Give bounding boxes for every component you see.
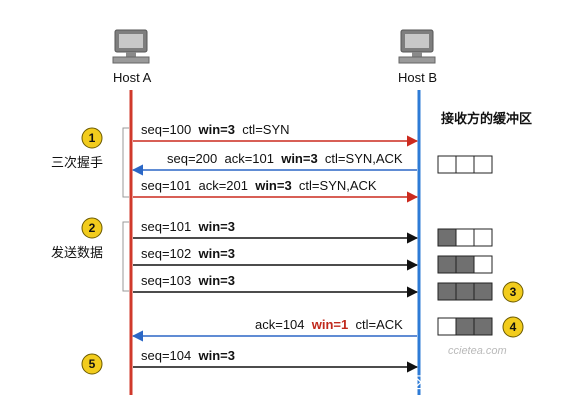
- buffer-slot-empty: [455, 228, 475, 247]
- buffer-slot-filled: [473, 317, 493, 336]
- buffer-slot-empty: [473, 255, 493, 274]
- watermark-credit: 掘金技术社区 @ Ridge_lv: [332, 374, 515, 392]
- buffer-slot-filled: [473, 282, 493, 301]
- message-label: seq=200 ack=101 win=3 ctl=SYN,ACK: [167, 151, 403, 166]
- receive-buffer: [437, 255, 493, 274]
- message-label: seq=101 ack=201 win=3 ctl=SYN,ACK: [141, 178, 377, 193]
- watermark-site: ccietea.com: [448, 345, 507, 357]
- handshake-bracket: [122, 127, 129, 198]
- message-label: seq=103 win=3: [141, 273, 235, 288]
- message-label: ack=104 win=1 ctl=ACK: [255, 317, 403, 332]
- receive-buffer: [437, 228, 493, 247]
- step-number: 1: [89, 131, 96, 145]
- step-number: 4: [510, 320, 517, 334]
- host-b-computer-icon: [398, 29, 436, 64]
- buffer-slot-filled: [437, 255, 457, 274]
- step-number: 2: [89, 221, 96, 235]
- receive-buffer: [437, 155, 493, 174]
- host-a-label: Host A: [113, 70, 152, 85]
- host-b-label: Host B: [398, 70, 437, 85]
- buffer-slot-filled: [455, 255, 475, 274]
- buffer-slot-filled: [437, 282, 457, 301]
- handshake-label: 三次握手: [51, 155, 103, 170]
- data-send-bracket: [122, 221, 129, 292]
- buffer-slot-empty: [473, 155, 493, 174]
- receive-buffers-group: [437, 155, 493, 336]
- buffer-slot-empty: [437, 317, 457, 336]
- step-badge-1: 1: [81, 127, 103, 149]
- buffer-title: 接收方的缓冲区: [441, 111, 532, 126]
- buffer-slot-filled: [455, 282, 475, 301]
- message-label: seq=101 win=3: [141, 219, 235, 234]
- step-badge-3: 3: [502, 281, 524, 303]
- buffer-slot-filled: [437, 228, 457, 247]
- messages-group: seq=100 win=3 ctl=SYN seq=200 ack=101 win…: [131, 122, 419, 373]
- buffer-slot-empty: [473, 228, 493, 247]
- step-badge-5: 5: [81, 353, 103, 375]
- receive-buffer: [437, 317, 493, 336]
- data-send-label: 发送数据: [51, 245, 103, 260]
- host-a-computer-icon: [112, 29, 150, 64]
- receive-buffer: [437, 282, 493, 301]
- step-number: 3: [510, 285, 517, 299]
- buffer-slot-filled: [455, 317, 475, 336]
- step-badge-4: 4: [502, 316, 524, 338]
- message-label: seq=102 win=3: [141, 246, 235, 261]
- step-number: 5: [89, 357, 96, 371]
- step-badge-2: 2: [81, 217, 103, 239]
- buffer-slot-empty: [455, 155, 475, 174]
- message-label: seq=104 win=3: [141, 348, 235, 363]
- buffer-slot-empty: [437, 155, 457, 174]
- message-label: seq=100 win=3 ctl=SYN: [141, 122, 290, 137]
